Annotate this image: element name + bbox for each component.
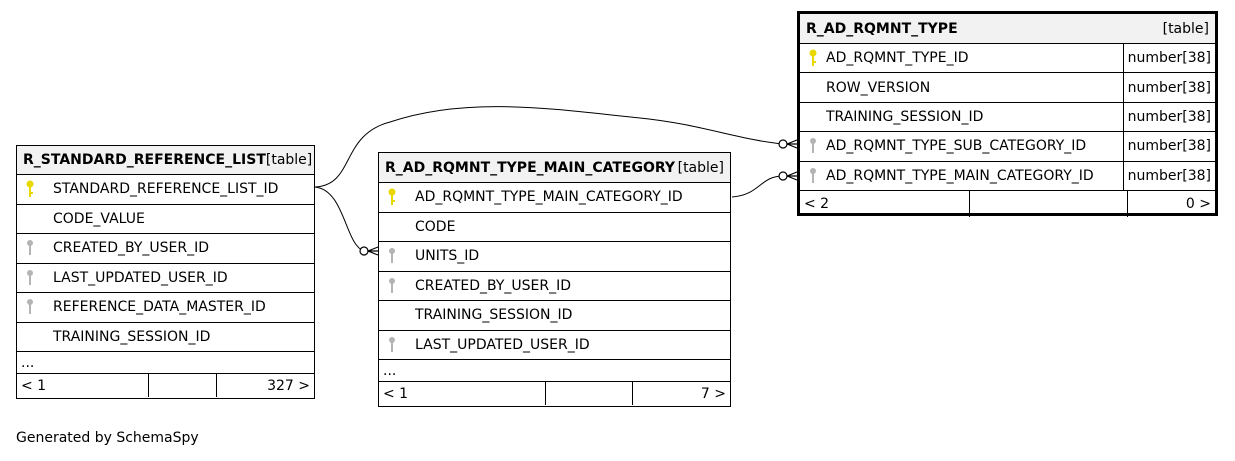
table-type: [table] — [265, 152, 313, 168]
column-row[interactable]: AD_RQMNT_TYPE_MAIN_CATEGORY_ID number[38… — [800, 161, 1215, 191]
column-row[interactable]: CODE — [379, 213, 730, 242]
foreign-key-icon — [17, 298, 43, 316]
foreign-key-icon — [17, 269, 43, 287]
foreign-key-icon — [17, 239, 43, 257]
column-name: AD_RQMNT_TYPE_MAIN_CATEGORY_ID — [415, 189, 683, 206]
column-row[interactable]: TRAINING_SESSION_ID — [379, 301, 730, 331]
edge-end-circle — [778, 139, 788, 149]
column-row[interactable]: STANDARD_REFERENCE_LIST_ID — [17, 175, 314, 205]
table-name[interactable]: R_STANDARD_REFERENCE_LIST — [23, 152, 266, 168]
column-name: CREATED_BY_USER_ID — [415, 277, 572, 294]
column-row[interactable]: AD_RQMNT_TYPE_MAIN_CATEGORY_ID — [379, 183, 730, 213]
column-row[interactable]: LAST_UPDATED_USER_ID — [17, 264, 314, 293]
children-count[interactable]: 7 > — [700, 385, 726, 402]
edge-crowfoot — [367, 246, 379, 256]
column-row[interactable]: AD_RQMNT_TYPE_ID number[38] — [800, 44, 1215, 74]
column-type: number[38] — [1122, 132, 1215, 161]
column-name: UNITS_ID — [415, 248, 480, 265]
generated-by-note: Generated by SchemaSpy — [16, 430, 199, 446]
column-name: AD_RQMNT_TYPE_MAIN_CATEGORY_ID — [826, 167, 1094, 184]
column-name: AD_RQMNT_TYPE_ID — [826, 50, 969, 67]
column-row[interactable]: CREATED_BY_USER_ID — [17, 234, 314, 264]
more-columns-row[interactable]: ... — [379, 360, 730, 382]
primary-key-icon — [379, 188, 405, 206]
column-name: TRAINING_SESSION_ID — [53, 328, 211, 345]
table-name[interactable]: R_AD_RQMNT_TYPE — [806, 20, 958, 37]
column-row[interactable]: AD_RQMNT_TYPE_SUB_CATEGORY_ID number[38] — [800, 132, 1215, 162]
table-header: R_AD_RQMNT_TYPE_MAIN_CATEGORY [table] — [379, 153, 730, 183]
column-name: TRAINING_SESSION_ID — [415, 307, 573, 324]
foreign-key-icon — [379, 336, 405, 354]
edge-standard-ref-to-units — [314, 186, 365, 252]
column-row[interactable]: UNITS_ID — [379, 242, 730, 272]
column-row[interactable]: TRAINING_SESSION_ID number[38] — [800, 102, 1215, 133]
ellipsis: ... — [383, 362, 397, 379]
column-name: ROW_VERSION — [826, 79, 931, 96]
column-name: TRAINING_SESSION_ID — [826, 108, 984, 125]
column-name: LAST_UPDATED_USER_ID — [53, 269, 228, 286]
column-row[interactable]: REFERENCE_DATA_MASTER_ID — [17, 293, 314, 323]
table-type: [table] — [1162, 20, 1209, 37]
column-type: number[38] — [1122, 73, 1215, 102]
table-footer: < 2 0 > — [800, 190, 1215, 217]
column-row[interactable]: ROW_VERSION number[38] — [800, 73, 1215, 103]
column-row[interactable]: CREATED_BY_USER_ID — [379, 272, 730, 301]
parents-count[interactable]: < 2 — [800, 190, 970, 217]
table-type: [table] — [677, 159, 724, 176]
column-name: CODE_VALUE — [53, 210, 145, 227]
primary-key-icon — [17, 180, 43, 198]
column-type: number[38] — [1122, 44, 1215, 73]
column-row[interactable]: CODE_VALUE — [17, 205, 314, 234]
edge-end-circle — [359, 246, 369, 256]
children-count[interactable]: 327 > — [267, 377, 310, 394]
column-type: number[38] — [1122, 102, 1215, 132]
ellipsis: ... — [21, 354, 35, 371]
table-header: R_STANDARD_REFERENCE_LIST [table] — [17, 146, 314, 175]
table-footer: < 1 327 > — [17, 374, 314, 397]
column-name: CODE — [415, 218, 456, 235]
table-ad-rqmnt-type: R_AD_RQMNT_TYPE [table] AD_RQMNT_TYPE_ID… — [797, 11, 1218, 217]
column-type: number[38] — [1122, 161, 1215, 190]
edge-standard-ref-to-rqmnt-type — [314, 106, 784, 188]
column-row[interactable]: LAST_UPDATED_USER_ID — [379, 331, 730, 360]
column-name: REFERENCE_DATA_MASTER_ID — [53, 299, 266, 316]
table-footer: < 1 7 > — [379, 382, 730, 405]
children-count[interactable]: 0 > — [1185, 195, 1211, 212]
foreign-key-icon — [800, 167, 826, 185]
parents-count[interactable]: < 1 — [17, 374, 149, 397]
table-name[interactable]: R_AD_RQMNT_TYPE_MAIN_CATEGORY — [385, 159, 676, 176]
column-name: CREATED_BY_USER_ID — [53, 240, 210, 257]
table-header: R_AD_RQMNT_TYPE [table] — [800, 14, 1215, 44]
table-standard-reference-list: R_STANDARD_REFERENCE_LIST [table] STANDA… — [16, 145, 315, 399]
foreign-key-icon — [379, 277, 405, 295]
column-name: LAST_UPDATED_USER_ID — [415, 336, 590, 353]
more-columns-row[interactable]: ... — [17, 352, 314, 374]
foreign-key-icon — [800, 137, 826, 155]
column-name: AD_RQMNT_TYPE_SUB_CATEGORY_ID — [826, 138, 1087, 155]
column-name: STANDARD_REFERENCE_LIST_ID — [53, 181, 279, 198]
edge-main-category-to-rqmnt-type — [731, 175, 784, 198]
primary-key-icon — [800, 49, 826, 67]
edge-end-circle — [778, 171, 788, 181]
foreign-key-icon — [379, 247, 405, 265]
parents-count[interactable]: < 1 — [379, 382, 546, 405]
edge-crowfoot — [786, 171, 798, 181]
column-row[interactable]: TRAINING_SESSION_ID — [17, 323, 314, 352]
table-ad-rqmnt-type-main-category: R_AD_RQMNT_TYPE_MAIN_CATEGORY [table] AD… — [378, 152, 731, 407]
edge-crowfoot — [786, 139, 798, 149]
